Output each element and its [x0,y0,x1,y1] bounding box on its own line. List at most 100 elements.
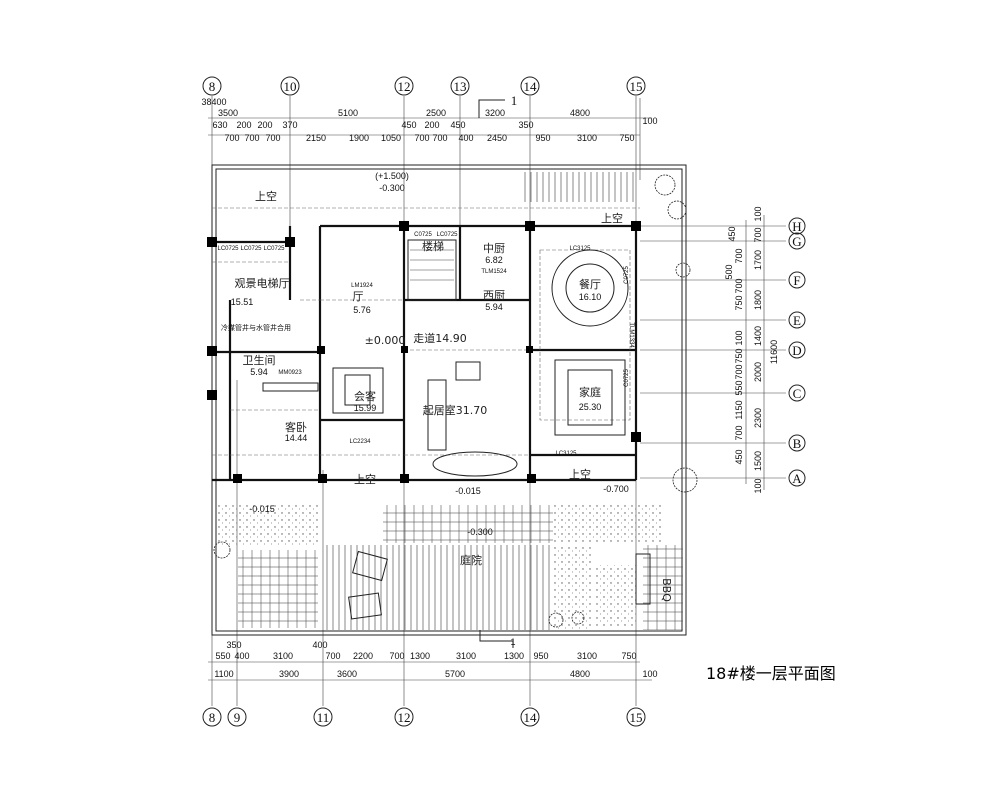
section-mark-top: 1 [511,93,518,108]
corridor-label: 走道14.90 [413,331,467,345]
bbq-label: BBQ [660,578,673,602]
room-labels: 上空 上空 上空 上空 观景电梯厅 15.51 厅 5.76 走道14.90 楼… [221,189,673,602]
dim: 400 [234,651,249,661]
dim: 400 [312,640,327,650]
living-room-label: 起居室31.70 [423,403,488,417]
dim: 450 [401,120,416,130]
dimensions-bottom: 350 400 550 400 3100 700 2200 700 1300 3… [214,640,657,679]
level: -0.300 [379,183,405,193]
code: LC0725 [436,232,458,238]
dim: 3500 [218,108,238,118]
level: -0.015 [455,486,481,496]
window-door-codes: LC0725 LC0725 LC0725 C0725 LC0725 LC3125… [217,232,634,457]
dim: 350 [518,120,533,130]
dim: 2000 [753,362,763,382]
dim: 750 [621,651,636,661]
chinese-kitchen-area: 6.82 [485,255,503,265]
code: TLM1334 [628,322,634,348]
dim: 550 [215,651,230,661]
axis-label: A [792,471,802,486]
section-mark-bottom: 1 [510,637,515,647]
axis-label: 10 [284,79,297,94]
axis-label: 14 [524,79,538,94]
axis-label: 8 [209,79,216,94]
level: (+1.500) [375,171,409,181]
axis-bubbles-top: 8 10 12 13 14 15 [202,76,646,96]
void-label: 上空 [354,472,376,486]
dim: 1500 [753,451,763,471]
axis-label: 15 [630,79,643,94]
axis-label: E [793,313,801,328]
axis-label: 13 [454,79,467,94]
axis-label: 12 [398,79,411,94]
dim: 450 [734,449,744,464]
dim: 950 [533,651,548,661]
drawing-title: 18#楼一层平面图 [706,664,836,683]
axis-label: 9 [234,710,241,725]
void-label: 上空 [601,211,623,225]
axis-label: 12 [398,710,411,725]
dim: 3200 [485,108,505,118]
axis-label: G [792,234,801,249]
dim: 630 [212,120,227,130]
level: ±0.000 [365,334,406,347]
dim: 700 [753,227,763,242]
dim: 700 [265,133,280,143]
void-label: 上空 [569,467,591,481]
dim: 3100 [273,651,293,661]
hall-label: 厅 [353,290,364,303]
dim: 2200 [353,651,373,661]
guest-room-label: 客卧 [285,420,307,434]
elevator-hall-label: 观景电梯厅 [235,277,290,290]
dim: 450 [450,120,465,130]
axis-bubbles-right: H G F E D C B A [788,217,806,487]
axis-label: C [793,386,802,401]
dim: 3900 [279,669,299,679]
level: -0.700 [603,484,629,494]
code: LC3125 [555,451,577,457]
dim: 700 [734,278,744,293]
dim: 100 [753,478,763,493]
dim: 370 [282,120,297,130]
dim: 5700 [445,669,465,679]
dim: 200 [236,120,251,130]
dim: 450 [727,226,737,241]
section-marks: 1 1 [478,93,518,648]
elevator-hall-area: 15.51 [231,297,254,307]
dim: 950 [535,133,550,143]
family-room-area: 25.30 [579,402,602,412]
hall-area: 5.76 [353,305,371,315]
dim: 1700 [753,250,763,270]
dim: 700 [244,133,259,143]
dim: 400 [458,133,473,143]
dim: 200 [257,120,272,130]
western-kitchen-area: 5.94 [485,302,503,312]
axis-label: 15 [630,710,643,725]
chinese-kitchen-label: 中厨 [483,242,505,255]
code: LC0725 [240,246,262,252]
dim: 4800 [570,108,590,118]
axis-label: 8 [209,710,216,725]
furniture [262,239,629,620]
dim: 500 [724,264,734,279]
family-room-label: 家庭 [579,385,601,399]
dim: 700 [224,133,239,143]
axis-label: B [793,436,802,451]
dim: 1150 [734,400,744,419]
dim: 100 [734,330,744,345]
dim: 100 [642,116,657,126]
dim: 550 [734,380,744,395]
code: MM0923 [278,370,302,376]
dim: 3600 [337,669,357,679]
code: LC0725 [263,246,285,252]
dim: 1050 [381,133,401,143]
dim: 750 [734,348,744,363]
dim: 1300 [410,651,430,661]
code: LC2234 [349,439,371,445]
level: -0.015 [249,504,275,514]
level-marks: ±0.000 -0.015 -0.015 -0.300 -0.700 (+1.5… [249,171,629,537]
code: C0725 [414,232,432,238]
dim: 700 [414,133,429,143]
axis-label: 14 [524,710,538,725]
